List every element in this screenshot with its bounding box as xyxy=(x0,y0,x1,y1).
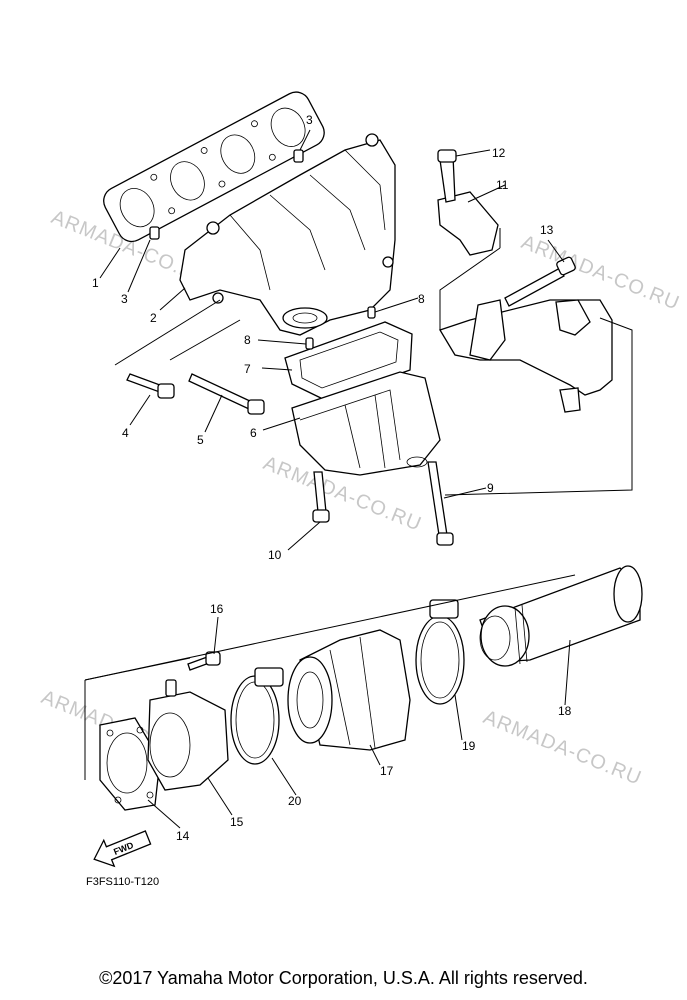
callout-3: 3 xyxy=(306,113,313,127)
callout-5: 5 xyxy=(197,433,204,447)
callout-9: 9 xyxy=(487,481,494,495)
joint xyxy=(147,679,229,791)
callout-17: 17 xyxy=(380,764,394,778)
callout-7: 7 xyxy=(244,362,251,376)
callout-1: 1 xyxy=(92,276,99,290)
callout-6: 6 xyxy=(250,426,257,440)
dowel-pins xyxy=(149,149,304,240)
fwd-arrow: FWD xyxy=(93,830,152,868)
callout-8: 8 xyxy=(418,292,425,306)
callout-12: 12 xyxy=(492,146,506,160)
callout-14: 14 xyxy=(176,829,190,843)
callout-3: 3 xyxy=(121,292,128,306)
callout-11: 11 xyxy=(496,178,509,192)
hose-clamp xyxy=(415,599,465,705)
callout-2: 2 xyxy=(150,311,157,325)
callout-15: 15 xyxy=(230,815,244,829)
callout-16: 16 xyxy=(210,602,224,616)
hose-clamp xyxy=(230,667,284,765)
bracket xyxy=(437,191,499,256)
exhaust-pipe xyxy=(439,299,613,413)
callout-8: 8 xyxy=(244,333,251,347)
gasket-pins xyxy=(305,306,376,350)
callout-10: 10 xyxy=(268,548,282,562)
leader-lines xyxy=(84,129,633,829)
callout-19: 19 xyxy=(462,739,476,753)
exhaust-gasket xyxy=(103,91,325,243)
callout-13: 13 xyxy=(540,223,554,237)
callout-18: 18 xyxy=(558,704,572,718)
outlet-pipe xyxy=(479,565,643,667)
watermark: ARMADA-CO.RU xyxy=(480,706,645,790)
callout-4: 4 xyxy=(122,426,129,440)
exhaust-chamber xyxy=(291,371,441,476)
copyright-notice: ©2017 Yamaha Motor Corporation, U.S.A. A… xyxy=(99,968,588,988)
rubber-hose xyxy=(287,629,411,751)
bolts xyxy=(126,149,576,671)
callout-20: 20 xyxy=(288,794,302,808)
callout-labels: 1 2 3 3 4 5 6 7 8 8 9 10 11 12 13 14 15 … xyxy=(92,113,572,843)
flange-plate xyxy=(99,717,161,811)
exhaust-manifold xyxy=(179,133,396,336)
diagram-code: F3FS110-T120 xyxy=(86,876,159,888)
